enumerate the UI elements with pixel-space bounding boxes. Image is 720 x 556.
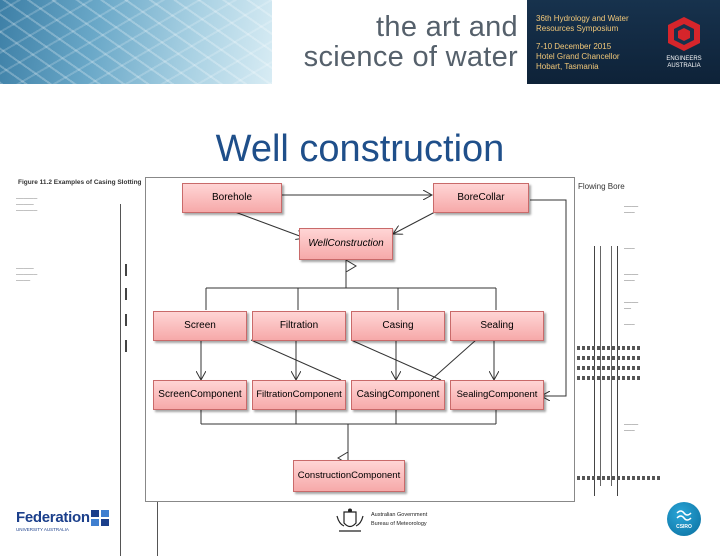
csiro-logo: CSIRO xyxy=(667,502,701,536)
federation-university-logo: Federation UNIVERSITY AUSTRALIA xyxy=(16,509,109,532)
uml-connectors xyxy=(146,178,567,501)
class-casing-label: Casing xyxy=(382,320,414,331)
class-filtration-component-label: FiltrationComponent xyxy=(256,389,342,400)
coat-of-arms-icon xyxy=(336,508,364,532)
class-borehole: Borehole xyxy=(182,183,282,213)
casing-slotting-figure: Figure 11.2 Examples of Casing Slotting … xyxy=(14,176,158,556)
tagline: the art and science of water xyxy=(286,12,518,72)
class-screen-label: Screen xyxy=(184,320,216,331)
federation-subtitle: UNIVERSITY AUSTRALIA xyxy=(16,527,69,532)
engineers-australia-wordmark: ENGINEERS AUSTRALIA xyxy=(653,56,715,70)
class-filtration-label: Filtration xyxy=(279,320,319,331)
class-construction-component-label: ConstructionComponent xyxy=(297,470,401,481)
class-construction-component: ConstructionComponent xyxy=(293,460,405,492)
event-venue: Hotel Grand Chancellor xyxy=(536,52,620,61)
bore-label-4: ────── xyxy=(624,300,639,312)
class-casing-component: CasingComponent xyxy=(351,380,445,410)
class-sealing-component: SealingComponent xyxy=(450,380,544,410)
federation-wordmark: Federation xyxy=(16,509,90,526)
bore-outer-casing xyxy=(594,246,618,496)
figure-note-2: ─────────────── xyxy=(16,266,38,284)
assoc-borecollar-sealingcomponent xyxy=(530,199,567,396)
class-screen-component-label: ScreenComponent xyxy=(158,389,242,400)
bore-label-5: ─── xyxy=(624,322,635,328)
csiro-wave-icon xyxy=(676,510,692,521)
bore-label-3: ─────── xyxy=(624,272,639,284)
bore-label-6: ─────── xyxy=(624,422,639,434)
water-photo xyxy=(0,0,272,84)
event-name-line-2: Resources Symposium xyxy=(536,24,619,33)
tagline-line-1: the art and xyxy=(376,11,518,43)
figure-note-1: ───────────────── xyxy=(16,196,38,214)
assoc-borecollar-wellconstruction xyxy=(393,211,436,234)
class-screen-component: ScreenComponent xyxy=(153,380,247,410)
event-city: Hobart, Tasmania xyxy=(536,62,599,71)
tagline-line-2: science of water xyxy=(303,41,518,73)
class-bore-collar-label: BoreCollar xyxy=(457,192,505,203)
class-well-construction: WellConstruction xyxy=(299,228,393,260)
class-well-construction-label: WellConstruction xyxy=(308,238,384,249)
slide-title: Well construction xyxy=(215,128,505,170)
class-sealing-component-label: SealingComponent xyxy=(456,389,538,400)
engineers-australia-logo-icon xyxy=(668,17,700,51)
uml-class-diagram: Borehole BoreCollar WellConstruction Scr… xyxy=(145,177,575,502)
flowing-bore-figure: Flowing Bore ─────── ─── ─────── ────── … xyxy=(572,176,720,506)
event-name-line-1: 36th Hydrology and Water xyxy=(536,14,629,23)
class-casing-component-label: CasingComponent xyxy=(356,389,440,400)
ea-line-2: AUSTRALIA xyxy=(667,63,701,69)
event-dates: 7-10 December 2015 xyxy=(536,42,612,51)
class-screen: Screen xyxy=(153,311,247,341)
class-filtration-component: FiltrationComponent xyxy=(252,380,346,410)
gov-line-2: Bureau of Meteorology xyxy=(371,521,427,527)
casing-figure-title: Figure 11.2 Examples of Casing Slotting xyxy=(18,179,142,186)
bore-label-2: ─── xyxy=(624,246,635,252)
gov-line-1: Australian Government xyxy=(371,512,428,518)
class-casing: Casing xyxy=(351,311,445,341)
class-borehole-label: Borehole xyxy=(211,192,253,203)
event-info: 36th Hydrology and Water Resources Sympo… xyxy=(536,14,656,72)
class-sealing-label: Sealing xyxy=(480,320,514,331)
class-sealing: Sealing xyxy=(450,311,544,341)
header-banner: the art and science of water 36th Hydrol… xyxy=(0,0,720,84)
bore-label-1: ─────── xyxy=(624,204,639,216)
flowing-bore-title: Flowing Bore xyxy=(578,182,625,191)
government-text: Australian Government Bureau of Meteorol… xyxy=(371,511,427,529)
class-filtration: Filtration xyxy=(252,311,346,341)
federation-mark-icon xyxy=(91,510,109,526)
event-panel: 36th Hydrology and Water Resources Sympo… xyxy=(527,0,720,84)
ea-line-1: ENGINEERS xyxy=(666,56,702,62)
class-bore-collar: BoreCollar xyxy=(433,183,529,213)
csiro-wordmark: CSIRO xyxy=(676,524,692,530)
assoc-borehole-wellconstruction xyxy=(234,211,305,238)
footer: Federation UNIVERSITY AUSTRALIA Australi… xyxy=(0,500,720,540)
